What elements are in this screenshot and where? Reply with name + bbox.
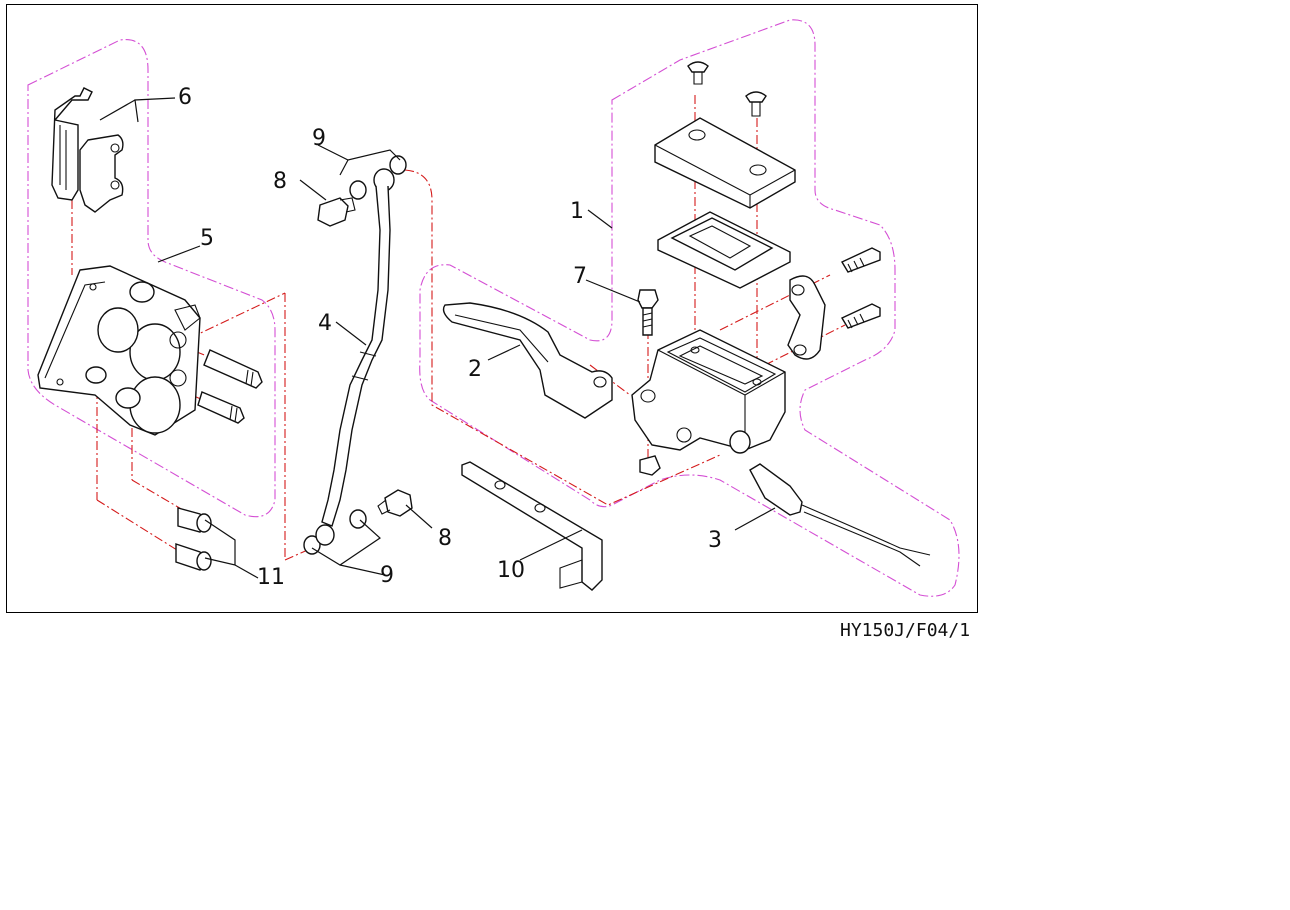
boundary-master-cylinder-group	[419, 19, 960, 597]
brake-light-switch	[749, 463, 931, 567]
callout-6: 6	[178, 85, 192, 110]
pivot-bolt	[637, 289, 659, 336]
washers	[303, 155, 407, 555]
callout-10: 10	[497, 558, 525, 583]
callout-4: 4	[318, 311, 332, 336]
banjo-bolts	[317, 197, 413, 517]
caliper	[37, 265, 201, 436]
leader-lines	[99, 97, 776, 579]
callout-7: 7	[573, 264, 587, 289]
brake-lever	[442, 302, 613, 419]
boundary-caliper-group	[27, 39, 276, 518]
callout-5: 5	[200, 226, 214, 251]
callout-3: 3	[708, 528, 722, 553]
callout-8-lower: 8	[438, 526, 452, 551]
master-cylinder	[631, 61, 881, 476]
caliper-pins	[197, 349, 263, 424]
callout-1: 1	[570, 199, 584, 224]
drawing-code: HY150J/F04/1	[840, 620, 971, 641]
brake-pads	[51, 87, 124, 213]
bracket	[461, 461, 603, 591]
callout-8-upper: 8	[273, 169, 287, 194]
callout-9-lower: 9	[380, 563, 394, 588]
callout-11: 11	[257, 565, 285, 590]
callout-2: 2	[468, 357, 482, 382]
callouts: 1 2 3 4 5 6 7 8 8 9 9 10 11	[178, 85, 722, 590]
caliper-bolts	[175, 507, 212, 571]
brake-hose	[315, 168, 395, 546]
callout-9-upper: 9	[312, 126, 326, 151]
